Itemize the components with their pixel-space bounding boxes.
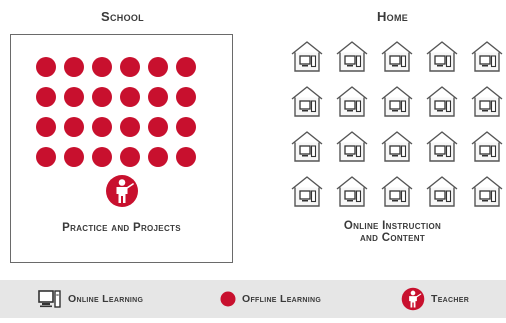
offline-dot [64, 147, 84, 167]
house-with-computer-icon [424, 129, 460, 164]
legend-offline: Offline Learning [220, 280, 321, 318]
house-with-computer-icon [289, 174, 325, 209]
house-with-computer-icon [334, 129, 370, 164]
legend-online-label: Online Learning [68, 293, 144, 305]
offline-dot [36, 117, 56, 137]
house-with-computer-icon [289, 39, 325, 74]
home-caption-line1: Online Instruction [343, 220, 442, 232]
offline-dot [36, 87, 56, 107]
house-with-computer-icon [424, 84, 460, 119]
house-with-computer-icon [289, 129, 325, 164]
offline-dot [120, 57, 140, 77]
offline-dot [148, 87, 168, 107]
legend-teacher: Teacher [401, 280, 469, 318]
home-caption: Online Instruction and Content [285, 220, 500, 244]
house-with-computer-icon [469, 84, 505, 119]
offline-dot [176, 57, 196, 77]
legend-teacher-label: Teacher [431, 293, 470, 305]
offline-dot [148, 147, 168, 167]
house-with-computer-icon [469, 174, 505, 209]
offline-dot [176, 147, 196, 167]
school-caption: Practice and Projects [62, 222, 181, 234]
house-with-computer-icon [334, 39, 370, 74]
offline-dot [120, 87, 140, 107]
offline-dot [64, 57, 84, 77]
offline-dot [36, 57, 56, 77]
school-title: School [101, 9, 144, 24]
legend-online: Online Learning [38, 280, 143, 318]
house-with-computer-icon [469, 39, 505, 74]
house-with-computer-icon [379, 129, 415, 164]
home-title: Home [376, 9, 409, 24]
offline-dot [148, 57, 168, 77]
offline-dot [64, 117, 84, 137]
home-caption-line2: and Content [359, 232, 426, 244]
house-with-computer-icon [379, 174, 415, 209]
teacher-icon [106, 175, 138, 207]
offline-dot [176, 87, 196, 107]
offline-dot [92, 117, 112, 137]
house-with-computer-icon [379, 84, 415, 119]
school-panel: Practice and Projects [10, 34, 233, 263]
legend: Online Learning Offline Learning Teacher [0, 280, 506, 318]
house-with-computer-icon [334, 84, 370, 119]
offline-dot [92, 87, 112, 107]
offline-dot [148, 117, 168, 137]
house-with-computer-icon [424, 174, 460, 209]
home-houses-grid [289, 39, 505, 209]
legend-offline-label: Offline Learning [242, 293, 322, 305]
house-with-computer-icon [334, 174, 370, 209]
house-with-computer-icon [289, 84, 325, 119]
offline-learning-dots [36, 57, 196, 167]
house-with-computer-icon [379, 39, 415, 74]
offline-dot [36, 147, 56, 167]
computer-icon [38, 290, 61, 308]
offline-dot [176, 117, 196, 137]
red-dot-icon [220, 291, 236, 307]
offline-dot [120, 117, 140, 137]
teacher-legend-icon [401, 287, 425, 311]
house-with-computer-icon [469, 129, 505, 164]
offline-dot [92, 147, 112, 167]
house-with-computer-icon [424, 39, 460, 74]
offline-dot [120, 147, 140, 167]
offline-dot [64, 87, 84, 107]
offline-dot [92, 57, 112, 77]
